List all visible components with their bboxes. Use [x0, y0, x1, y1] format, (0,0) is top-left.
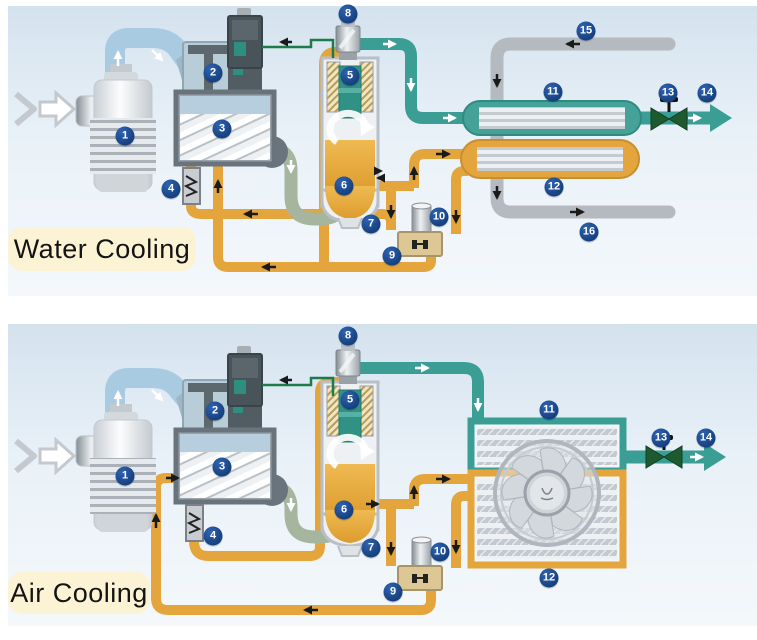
badge-5: 5 [340, 66, 360, 86]
intake-air-pipe [105, 368, 196, 422]
badge-7-air: 7 [361, 538, 381, 558]
badge-10: 10 [429, 207, 449, 227]
badge-13: 13 [658, 83, 678, 103]
badge-10-air: 10 [430, 542, 450, 562]
flow-arrows-white [113, 39, 702, 174]
badge-13-air: 13 [651, 428, 671, 448]
airend-assembly [173, 8, 288, 168]
badge-16: 16 [579, 222, 599, 242]
badge-9-air: 9 [383, 582, 403, 602]
oil-stop-valve [185, 504, 204, 542]
water-cooling-label: Water Cooling [8, 227, 196, 271]
flow-arrows-white [113, 363, 704, 512]
flow-arrows-black [151, 375, 461, 615]
badge-1: 1 [115, 126, 135, 146]
ambient-air-arrow-icon [14, 89, 77, 129]
badge-6: 6 [334, 176, 354, 196]
badge-12-air: 12 [539, 568, 559, 588]
outlet-arrowhead [704, 443, 726, 471]
water-cooling-diagram [8, 6, 757, 296]
circulation-arrow [326, 433, 370, 469]
separator-element-wall [359, 61, 374, 113]
badge-2-air: 2 [205, 401, 225, 421]
badge-6-air: 6 [334, 500, 354, 520]
badge-4-air: 4 [203, 526, 223, 546]
fan-logo [540, 487, 554, 501]
badge-12: 12 [544, 177, 564, 197]
tank-drain [337, 545, 363, 557]
outlet-arrowhead [710, 104, 732, 132]
badge-11-air: 11 [539, 400, 559, 420]
tank-drain [337, 217, 363, 229]
separator-element-wall [326, 61, 341, 113]
intake-air-pipe [105, 28, 197, 82]
minimum-pressure-valve [335, 343, 361, 384]
badge-2: 2 [203, 63, 223, 83]
badge-14: 14 [697, 83, 717, 103]
thermostatic-valve [397, 231, 443, 257]
badge-11: 11 [543, 82, 563, 102]
badge-14-air: 14 [696, 428, 716, 448]
flow-arrows-black [213, 37, 585, 272]
cooling-fan [493, 439, 601, 547]
badge-15: 15 [576, 21, 596, 41]
control-line [262, 376, 335, 396]
badge-1-air: 1 [115, 466, 135, 486]
air-cooling-label: Air Cooling [8, 572, 150, 614]
air-pipe-to-cooler [358, 362, 484, 418]
badge-7: 7 [361, 214, 381, 234]
badge-5-air: 5 [340, 390, 360, 410]
badge-8-air: 8 [338, 326, 358, 346]
thermostatic-valve [397, 565, 443, 591]
badge-4: 4 [161, 179, 181, 199]
badge-3-air: 3 [212, 457, 232, 477]
badge-3: 3 [212, 119, 232, 139]
oil-stop-valve [182, 167, 201, 205]
oil-filter [411, 202, 432, 235]
oil-cooler-water [460, 139, 640, 179]
separator-element-wall [359, 385, 374, 437]
circulation-arrow [326, 109, 370, 145]
oil-filter [411, 536, 432, 569]
aftercooler-water [462, 100, 642, 136]
ambient-air-arrow-icon [14, 436, 77, 476]
badge-8: 8 [338, 4, 358, 24]
badge-9: 9 [382, 246, 402, 266]
control-line [262, 38, 335, 58]
